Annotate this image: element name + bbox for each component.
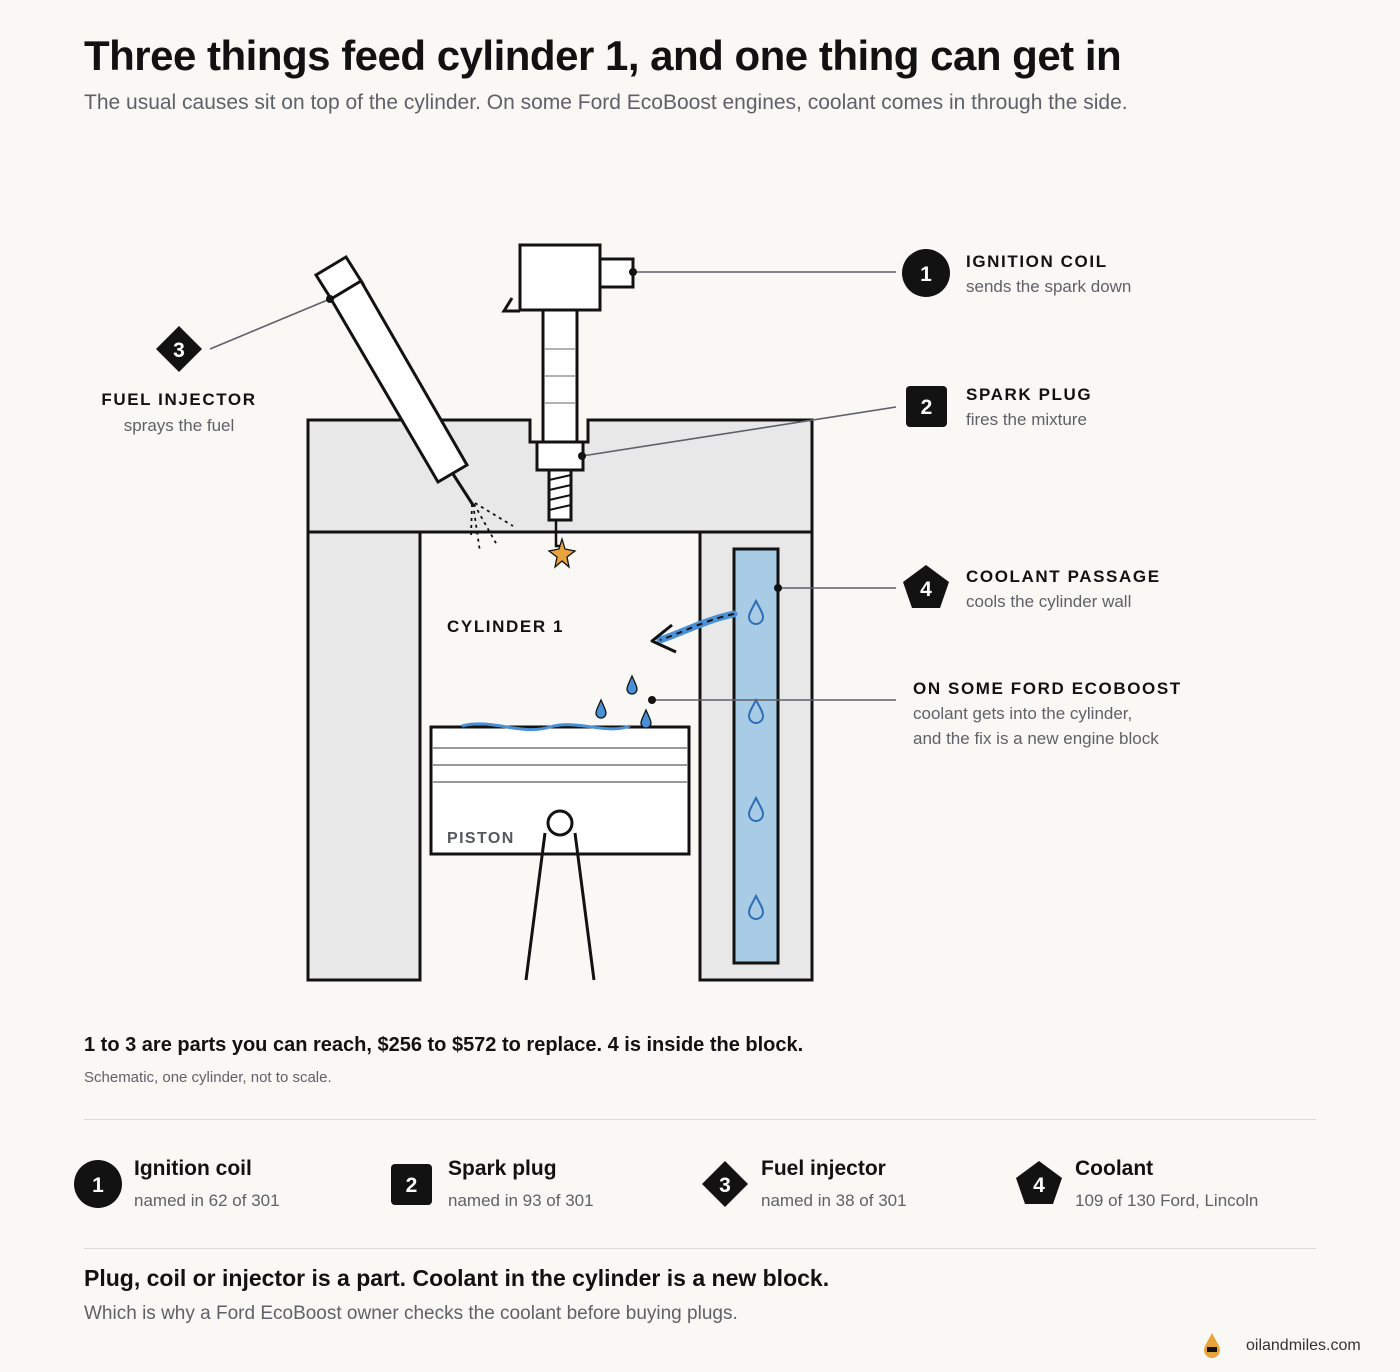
diagram-footnote: Schematic, one cylinder, not to scale. — [84, 1069, 332, 1086]
svg-text:3: 3 — [719, 1174, 731, 1197]
svg-text:4: 4 — [1033, 1174, 1045, 1197]
cylinder-left-wall — [306, 530, 422, 982]
legend-badge-4: 4 — [1016, 1161, 1062, 1204]
callout-ecoboost-line2: and the fix is a new engine block — [913, 729, 1159, 748]
coolant-film — [461, 722, 631, 732]
callout-injector-title: FUEL INJECTOR — [101, 390, 256, 409]
callout-plug-sub: fires the mixture — [966, 410, 1087, 429]
svg-text:2: 2 — [406, 1174, 418, 1197]
leader-dots — [326, 268, 782, 704]
callout-injector-sub: sprays the fuel — [124, 416, 235, 435]
legend-item-injector-title: Fuel injector — [761, 1157, 886, 1180]
callout-badge-plug: 2 — [906, 386, 947, 427]
brand-link[interactable]: oilandmiles.com — [1246, 1337, 1361, 1354]
conclusion-title: Plug, coil or injector is a part. Coolan… — [84, 1265, 830, 1291]
legend-badge-1: 1 — [74, 1160, 122, 1208]
callout-coolant-sub: cools the cylinder wall — [966, 592, 1131, 611]
leader-lines — [209, 271, 897, 701]
legend-item-coolant-sub: 109 of 130 Ford, Lincoln — [1075, 1191, 1259, 1210]
legend-item-plug-title: Spark plug — [448, 1157, 557, 1180]
cylinder-label: CYLINDER 1 — [447, 617, 564, 636]
page-title: Three things feed cylinder 1, and one th… — [84, 32, 1122, 79]
callout-ecoboost-line1: coolant gets into the cylinder, — [913, 704, 1132, 723]
callout-coolant-title: COOLANT PASSAGE — [966, 567, 1161, 586]
svg-text:1: 1 — [92, 1174, 104, 1197]
legend-item-plug-sub: named in 93 of 301 — [448, 1191, 594, 1210]
page-subtitle: The usual causes sit on top of the cylin… — [84, 91, 1128, 114]
legend-item-coolant-title: Coolant — [1075, 1157, 1154, 1180]
svg-text:4: 4 — [920, 578, 932, 601]
svg-text:3: 3 — [173, 339, 185, 362]
legend-item-coil-title: Ignition coil — [134, 1157, 252, 1180]
coolant-drops-passage — [747, 598, 765, 920]
coolant-leak-arrow — [650, 610, 738, 654]
callout-ecoboost-title: ON SOME FORD ECOBOOST — [913, 679, 1182, 698]
legend-badge-3: 3 — [702, 1161, 748, 1207]
callout-badge-injector: 3 — [156, 326, 202, 372]
ignition-coil — [501, 243, 635, 444]
legend-item-coil-sub: named in 62 of 301 — [134, 1191, 280, 1210]
coolant-passage — [732, 547, 780, 965]
fuel-injector — [313, 254, 475, 506]
piston-label: PISTON — [447, 830, 515, 847]
fuel-spray — [470, 502, 514, 553]
callout-badge-coolant: 4 — [903, 565, 949, 608]
spark-icon — [547, 536, 577, 569]
legend-item-injector-sub: named in 38 of 301 — [761, 1191, 907, 1210]
callout-coil-sub: sends the spark down — [966, 277, 1131, 296]
callout-badge-coil: 1 — [902, 249, 950, 297]
callout-coil-title: IGNITION COIL — [966, 252, 1108, 271]
svg-text:2: 2 — [921, 396, 933, 419]
callout-plug-title: SPARK PLUG — [966, 385, 1092, 404]
oil-drop-icon — [1204, 1333, 1220, 1358]
coolant-drops-cylinder — [595, 674, 652, 729]
conclusion-sub: Which is why a Ford EcoBoost owner check… — [84, 1303, 738, 1324]
diagram-caption: 1 to 3 are parts you can reach, $256 to … — [84, 1034, 804, 1056]
legend-badge-2: 2 — [391, 1164, 432, 1205]
svg-text:1: 1 — [920, 263, 932, 286]
piston — [429, 725, 691, 981]
divider-bottom — [84, 1248, 1316, 1249]
divider-top — [84, 1119, 1316, 1120]
